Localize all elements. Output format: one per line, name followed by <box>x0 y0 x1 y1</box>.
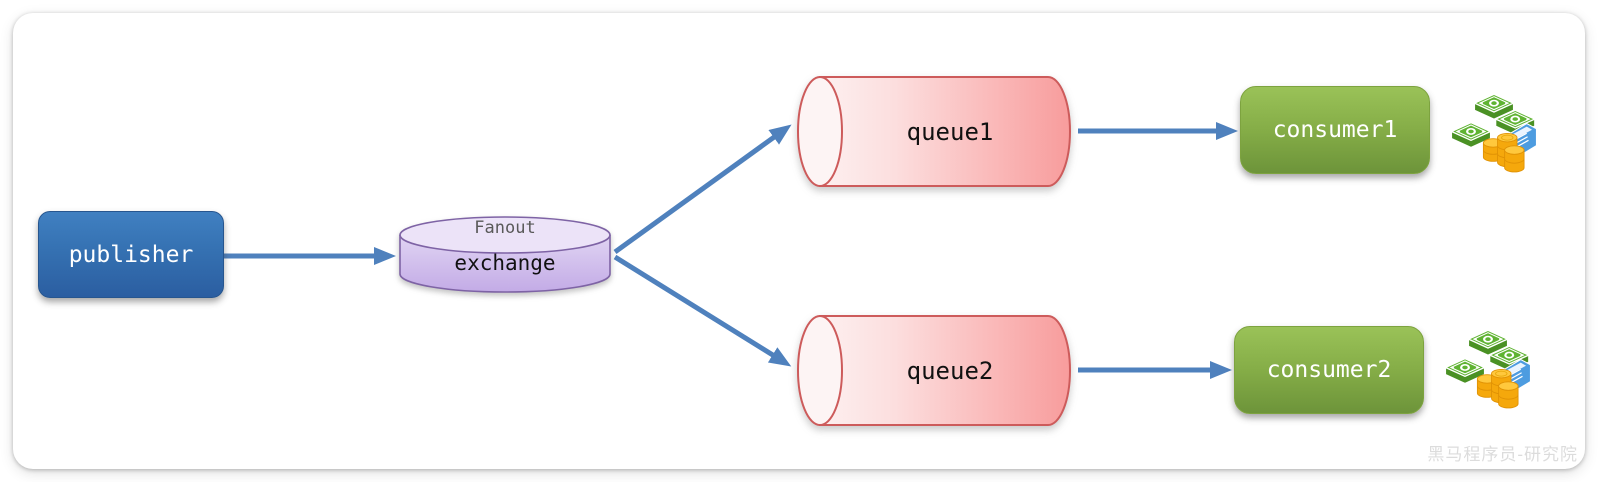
consumer2-node: consumer2 <box>1234 326 1424 414</box>
queue2-node: queue2 <box>796 314 1076 427</box>
queue2-label: queue2 <box>906 356 994 385</box>
watermark-text: 黑马程序员-研究院 <box>1427 445 1578 464</box>
publisher-node: publisher <box>38 211 224 298</box>
exchange-cylinder-shape <box>399 216 611 293</box>
queue1-label: queue1 <box>906 117 994 146</box>
queue-cylinder-shape <box>797 76 1071 187</box>
publisher-label: publisher <box>68 241 194 268</box>
exchange-label: exchange <box>454 251 556 275</box>
exchange-node: Fanout exchange <box>398 215 612 295</box>
exchange-type-label: Fanout <box>474 218 536 238</box>
money-icon <box>1448 88 1540 182</box>
consumer2-label: consumer2 <box>1266 357 1392 383</box>
money-icon <box>1442 324 1534 418</box>
queue-cylinder-shape <box>797 315 1071 426</box>
consumer1-node: consumer1 <box>1240 86 1430 174</box>
queue1-node: queue1 <box>796 75 1076 188</box>
consumer1-label: consumer1 <box>1272 117 1398 143</box>
